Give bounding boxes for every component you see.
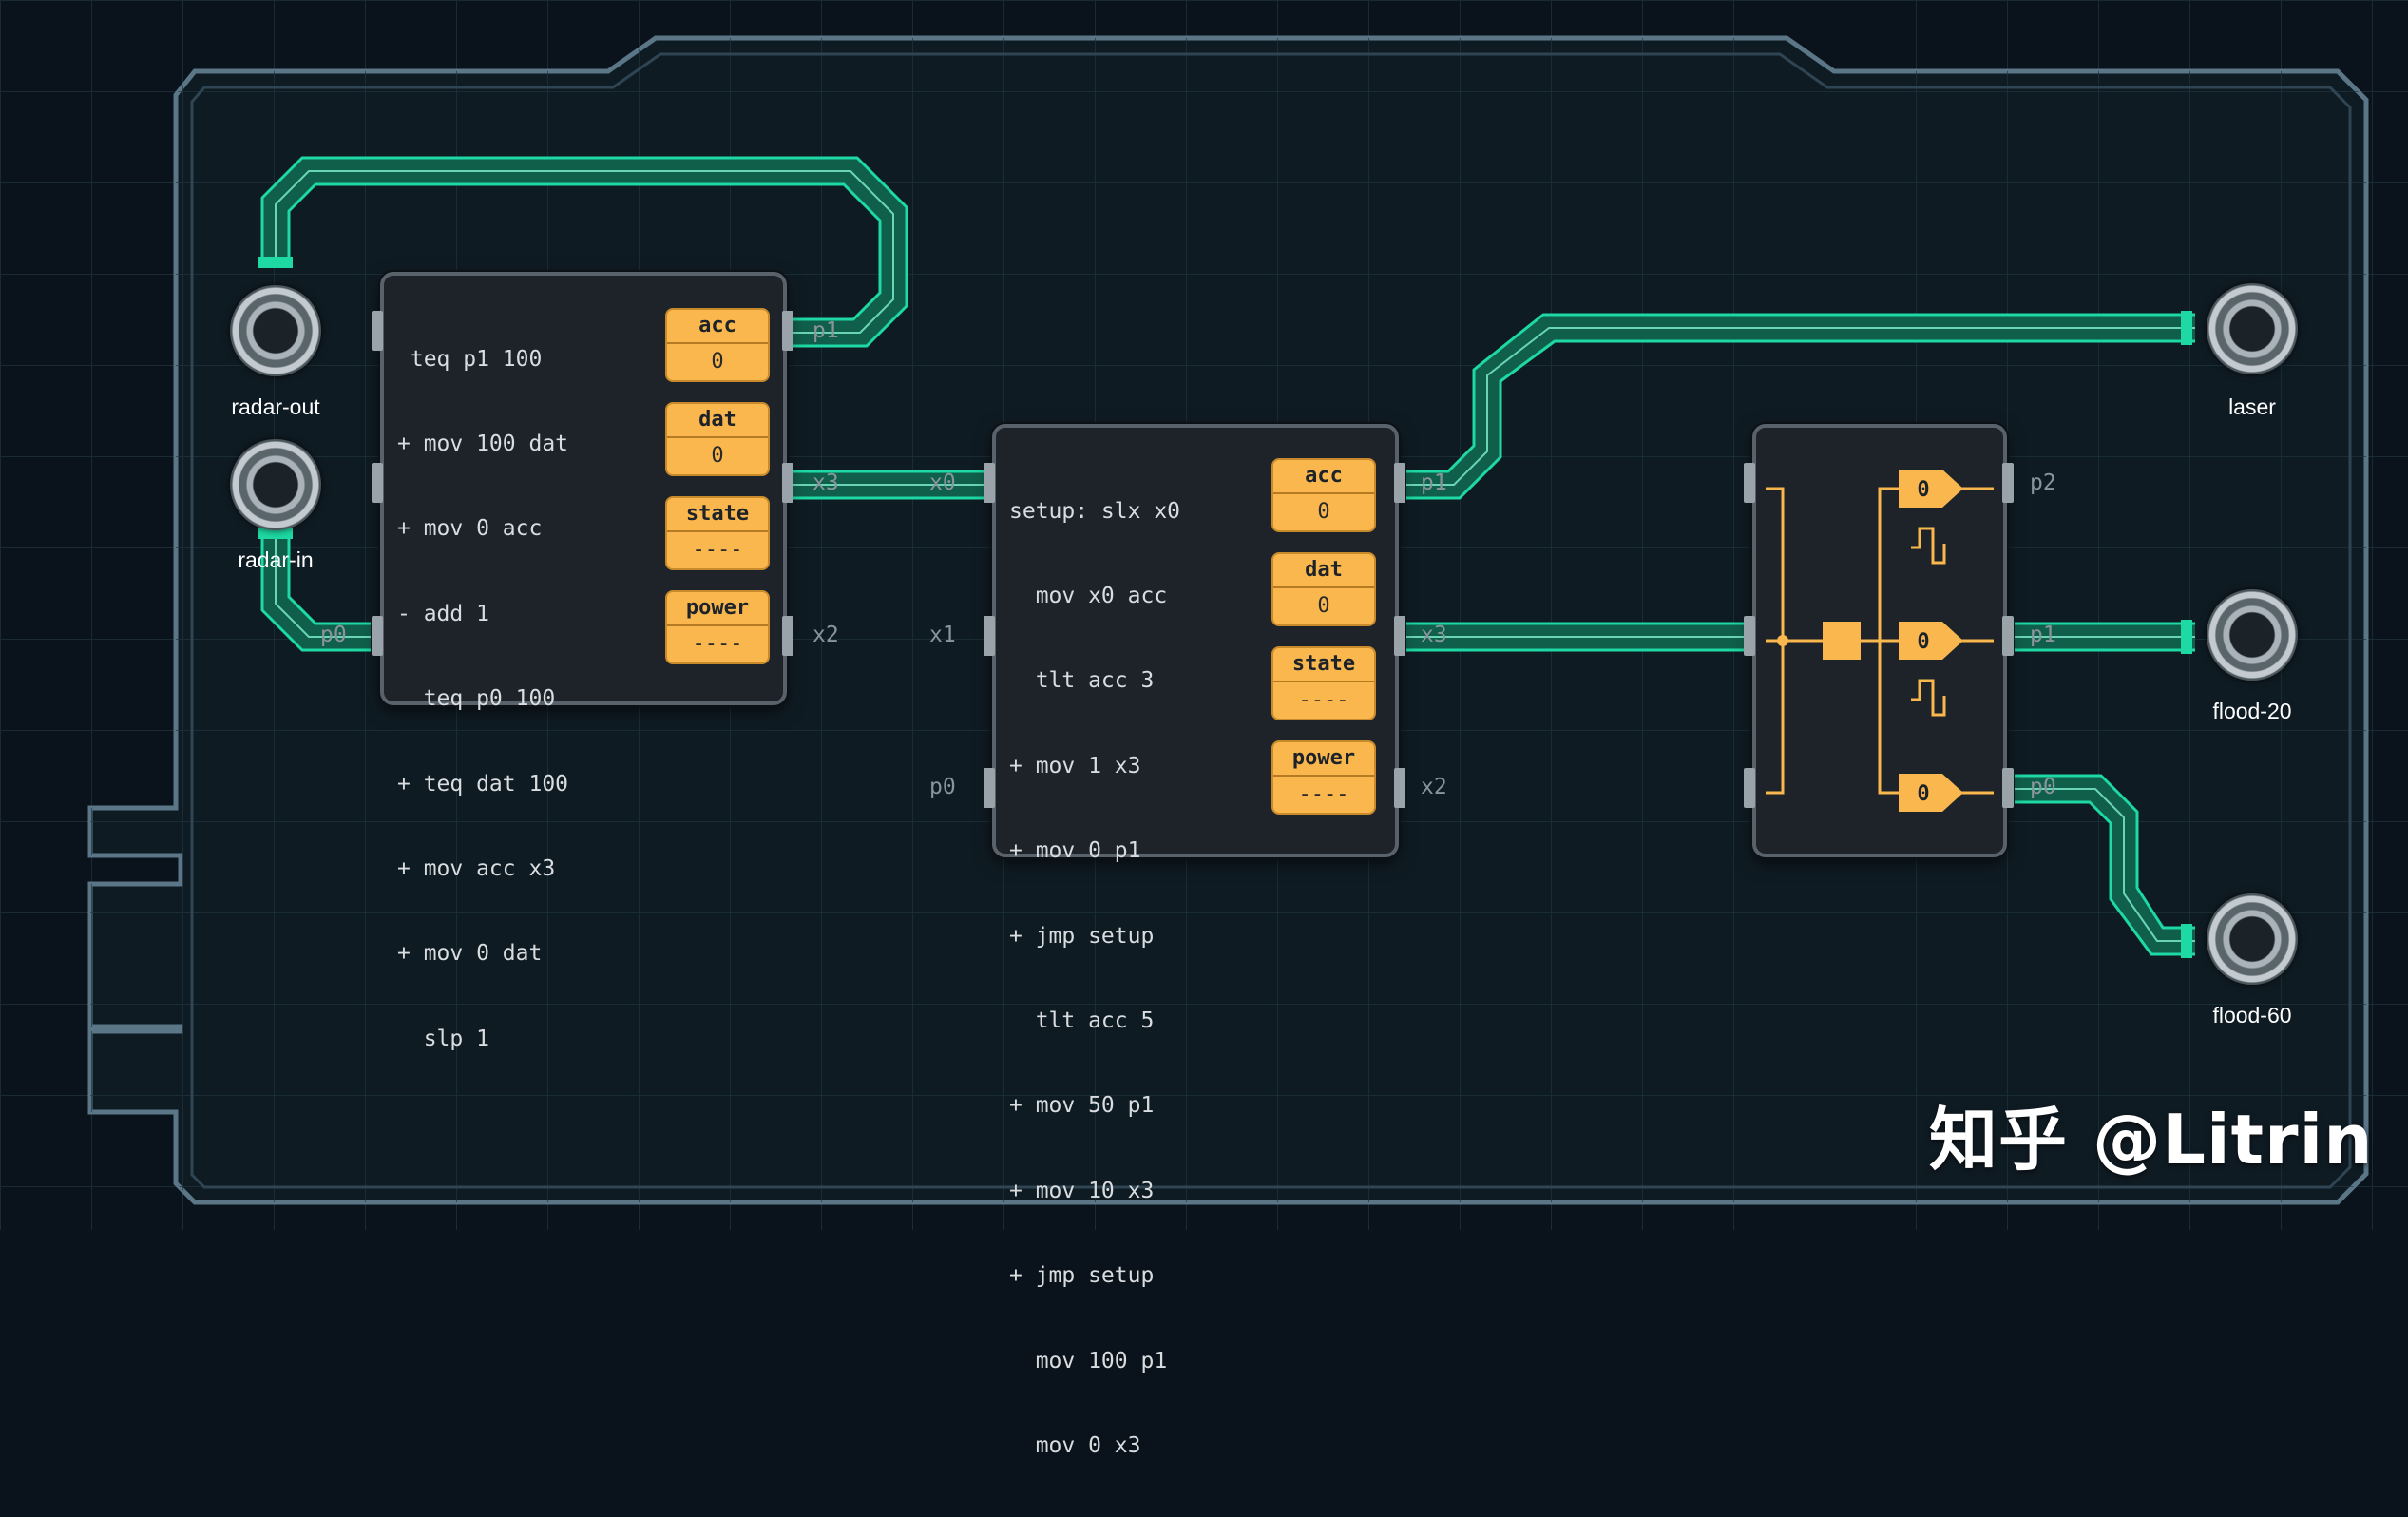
chip2-pin[interactable]: [984, 463, 995, 503]
chip3-pin[interactable]: [2002, 616, 2014, 656]
code-line: + mov 100 dat: [397, 431, 569, 456]
mc-chip-2[interactable]: setup: slx x0 mov x0 acc tlt acc 3 + mov…: [992, 424, 1399, 1458]
chip1-code[interactable]: teq p1 100 + mov 100 dat + mov 0 acc - a…: [397, 289, 568, 1110]
chip2-pin[interactable]: [1394, 768, 1405, 808]
chip1-pin[interactable]: [372, 616, 383, 656]
laser-label: laser: [2228, 394, 2276, 419]
port-label: p1: [1421, 470, 1447, 495]
radar-out-connector[interactable]: [230, 285, 321, 376]
port-label: p0: [320, 623, 347, 647]
port-label: p1: [2030, 623, 2056, 647]
code-line: + teq dat 100: [397, 771, 569, 797]
port-label: x3: [812, 470, 839, 495]
chip1-pin[interactable]: [782, 616, 793, 656]
chip3-pin[interactable]: [1744, 768, 1755, 808]
port-label: x2: [812, 623, 839, 647]
port-label: p0: [929, 775, 956, 799]
chip1-pin[interactable]: [782, 463, 793, 503]
register-power: power----: [665, 590, 770, 664]
code-line: tlt acc 3: [1009, 668, 1155, 694]
flood-20-connector[interactable]: [2207, 589, 2298, 681]
register-state: state----: [1271, 646, 1376, 720]
code-line: + mov 0 acc: [397, 516, 543, 542]
port-label: x1: [929, 623, 956, 647]
gate-value: 0: [1917, 782, 1929, 806]
flood-60-label: flood-60: [2212, 1003, 2292, 1027]
radar-out-label: radar-out: [231, 394, 320, 419]
mc-chip-1[interactable]: teq p1 100 + mov 100 dat + mov 0 acc - a…: [380, 272, 787, 1051]
code-line: + mov 50 p1: [1009, 1093, 1155, 1119]
chip3-pin[interactable]: [2002, 768, 2014, 808]
chip3-pin[interactable]: [2002, 463, 2014, 503]
chip2-pin[interactable]: [1394, 463, 1405, 503]
code-line: - add 1: [397, 601, 489, 626]
code-line: + mov acc x3: [397, 855, 556, 881]
port-label: p0: [2030, 775, 2056, 799]
code-line: mov x0 acc: [1009, 583, 1168, 608]
code-line: + jmp setup: [1009, 923, 1155, 949]
flood-20-label: flood-20: [2212, 699, 2292, 723]
splitter-block: [1823, 622, 1861, 660]
code-line: + mov 0 dat: [397, 941, 543, 967]
radar-in-connector[interactable]: [230, 439, 321, 530]
code-line: setup: slx x0: [1009, 498, 1181, 524]
chip3-pin[interactable]: [1744, 616, 1755, 656]
radar-in-label: radar-in: [238, 547, 314, 572]
chip3-pin[interactable]: [1744, 463, 1755, 503]
code-line: teq p1 100: [397, 346, 543, 372]
chip2-pin[interactable]: [984, 768, 995, 808]
code-line: + mov 10 x3: [1009, 1178, 1155, 1203]
chip1-pin[interactable]: [372, 311, 383, 351]
code-line: slp 1: [397, 1026, 489, 1051]
port-label: p1: [812, 318, 839, 343]
register-state: state----: [665, 496, 770, 570]
logic-chip[interactable]: 0 0 0: [1752, 424, 2007, 857]
flood-60-connector[interactable]: [2207, 893, 2298, 985]
port-label: x2: [1421, 775, 1447, 799]
chip2-pin[interactable]: [1394, 616, 1405, 656]
logic-circuit-diagram: 0 0 0: [1766, 470, 1994, 812]
gate-value: 0: [1917, 630, 1929, 654]
code-line: tlt acc 5: [1009, 1008, 1155, 1033]
port-label: x0: [929, 470, 956, 495]
code-line: teq p0 100: [397, 686, 556, 712]
chip1-pin[interactable]: [782, 311, 793, 351]
chip2-code[interactable]: setup: slx x0 mov x0 acc tlt acc 3 + mov…: [1009, 441, 1180, 1517]
chip2-pin[interactable]: [984, 616, 995, 656]
code-line: + jmp setup: [1009, 1263, 1155, 1289]
laser-connector[interactable]: [2207, 283, 2298, 374]
register-power: power----: [1271, 740, 1376, 815]
port-label: x3: [1421, 623, 1447, 647]
watermark: 知乎 @Litrin: [1929, 1100, 2374, 1180]
chip1-pin[interactable]: [372, 463, 383, 503]
code-line: mov 0 x3: [1009, 1432, 1141, 1458]
port-label: p2: [2030, 470, 2056, 495]
code-line: mov 100 p1: [1009, 1348, 1168, 1373]
code-line: + mov 1 x3: [1009, 753, 1141, 778]
gate-value: 0: [1917, 478, 1929, 502]
code-line: + mov 0 p1: [1009, 838, 1141, 864]
